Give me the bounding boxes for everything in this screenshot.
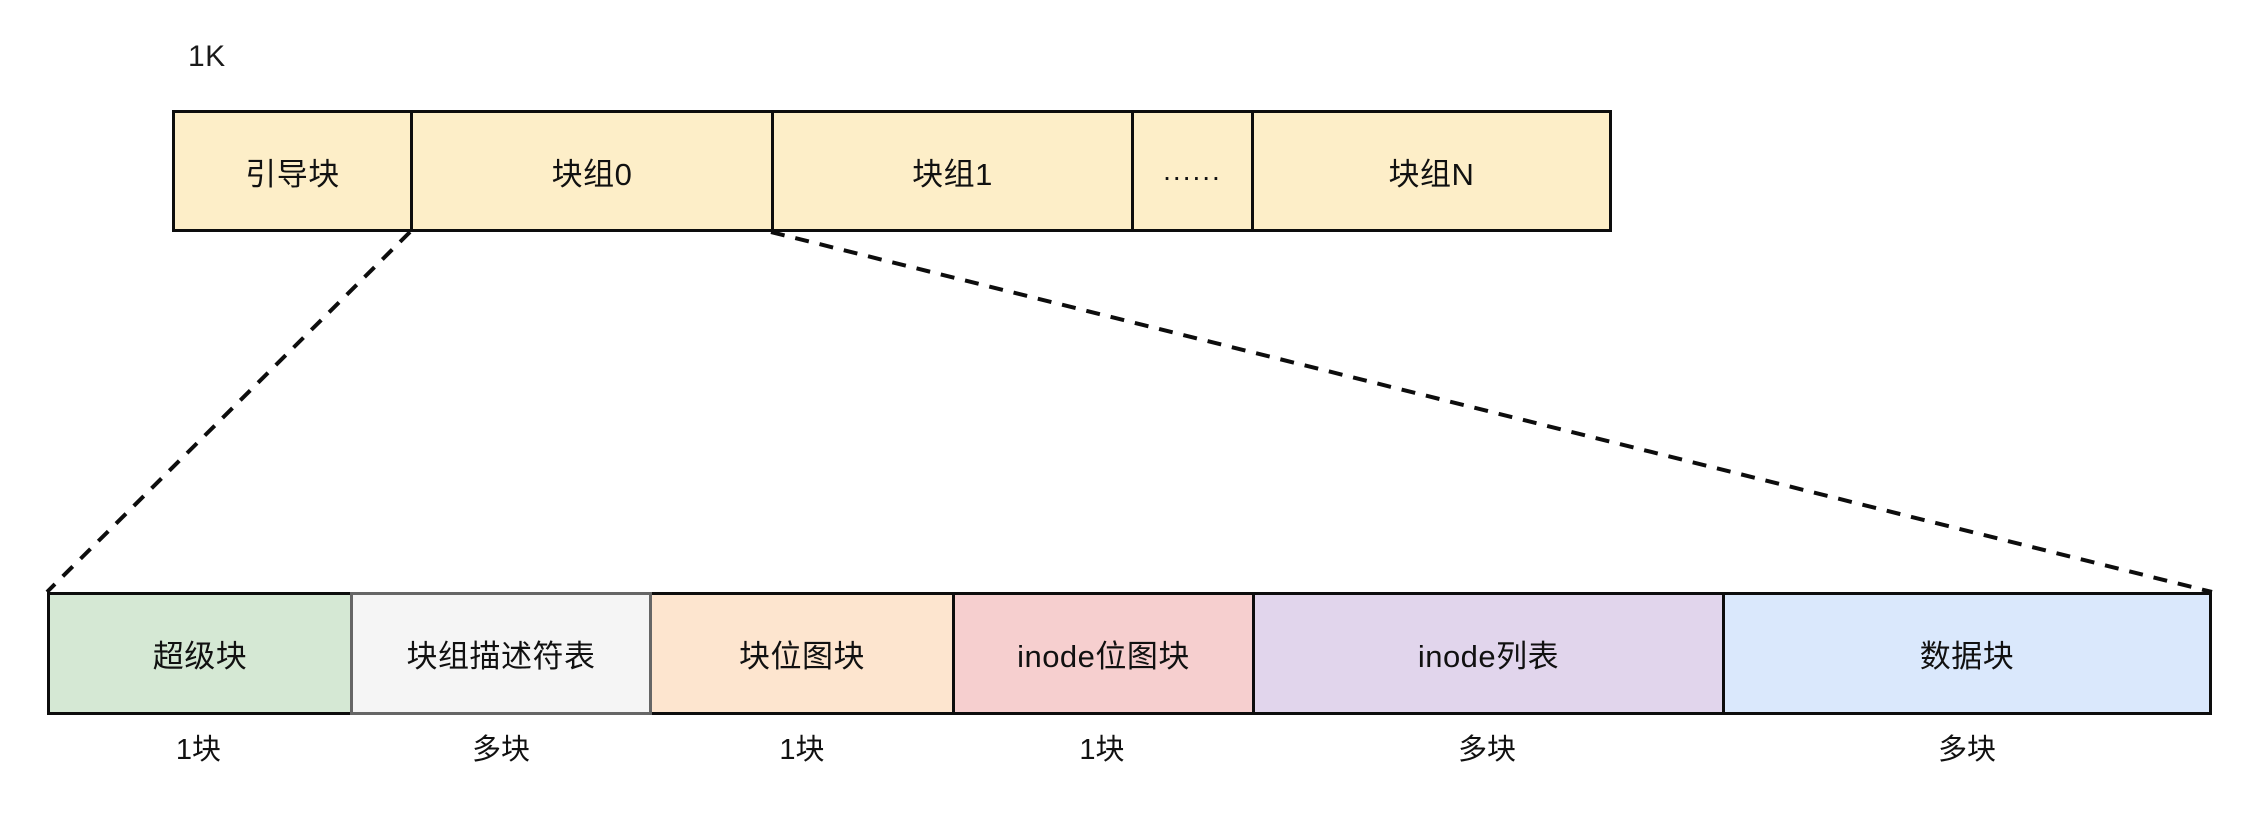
left-expand-line [45,230,412,594]
disk-cell-block-group-n-label: 块组N [1388,156,1475,192]
group-cell-inode-table[interactable]: inode列表 [1252,592,1722,715]
group-cell-super-block[interactable]: 超级块 [47,592,350,715]
caption-inode-table: 多块 [1457,734,1516,766]
disk-cell-block-group-0-label: 块组0 [551,156,633,192]
caption-block-bitmap: 1块 [779,734,825,766]
caption-data-blocks: 多块 [1937,734,1996,766]
disk-cell-boot-block[interactable]: 引导块 [172,110,410,232]
caption-inode-bitmap: 1块 [1079,734,1125,766]
disk-cell-boot-block-label: 引导块 [245,156,340,192]
disk-cell-block-group-1[interactable]: 块组1 [771,110,1131,232]
group-cell-block-bitmap[interactable]: 块位图块 [652,592,952,715]
group-cell-data-blocks[interactable]: 数据块 [1722,592,2212,715]
disk-cell-ellipsis: ...... [1131,110,1251,232]
disk-layout-bar: 引导块 块组0 块组1 ...... 块组N [172,110,1612,232]
group-cell-inode-bitmap-label: inode位图块 [1017,639,1190,674]
group-cell-super-block-label: 超级块 [152,639,248,674]
group-cell-inode-table-label: inode列表 [1417,639,1560,674]
disk-cell-block-group-n[interactable]: 块组N [1251,110,1612,232]
caption-super-block: 1块 [175,734,222,766]
boot-block-size-label: 1K [188,40,226,73]
group-cell-group-descriptor-table[interactable]: 块组描述符表 [350,592,652,715]
block-group-caption-row: 1块 多块 1块 1块 多块 多块 [47,722,2212,772]
block-group-detail-bar: 超级块 块组描述符表 块位图块 inode位图块 inode列表 数据块 [47,592,2212,715]
disk-cell-ellipsis-label: ...... [1163,155,1222,186]
group-cell-group-descriptor-table-label: 块组描述符表 [406,639,596,674]
disk-cell-block-group-1-label: 块组1 [912,156,993,192]
group-cell-data-blocks-label: 数据块 [1919,639,2015,674]
right-expand-line [770,230,2213,594]
disk-cell-block-group-0[interactable]: 块组0 [410,110,771,232]
group-cell-inode-bitmap[interactable]: inode位图块 [952,592,1252,715]
group-cell-block-bitmap-label: 块位图块 [739,639,865,674]
caption-group-descriptor-table: 多块 [471,734,530,766]
